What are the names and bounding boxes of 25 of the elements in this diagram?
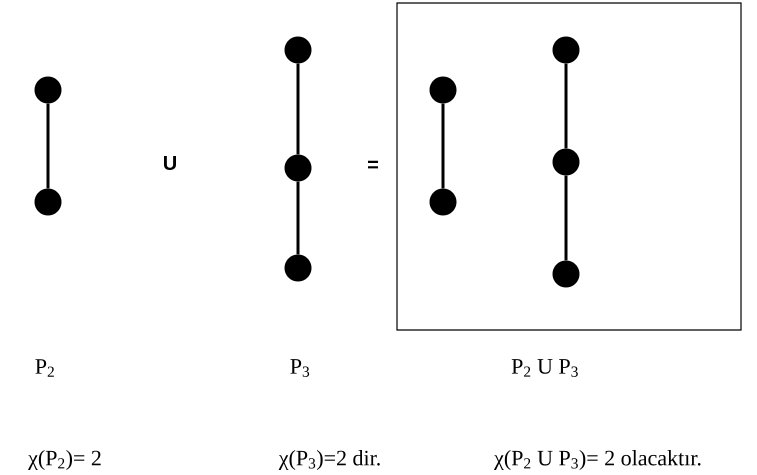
graph-edge bbox=[564, 64, 568, 148]
vertex-dot bbox=[34, 76, 62, 104]
vertex-dot bbox=[552, 148, 580, 176]
graph-edge bbox=[296, 182, 300, 254]
operator-symbol: U bbox=[164, 156, 176, 170]
frame-box bbox=[396, 2, 742, 331]
operator-symbol: = bbox=[368, 160, 378, 168]
vertex-dot bbox=[34, 188, 62, 216]
graph-edge bbox=[564, 176, 568, 260]
graph-edge bbox=[296, 64, 300, 154]
vertex-dot bbox=[430, 188, 456, 216]
graph-edge bbox=[46, 104, 50, 188]
math-label: P$_{2}$ U P$_{3}$ bbox=[512, 359, 578, 377]
vertex-dot bbox=[284, 254, 312, 282]
vertex-dot bbox=[430, 76, 456, 104]
math-label: χ(P$_{3}$)=2 dir. bbox=[278, 450, 380, 470]
graph-edge bbox=[442, 104, 444, 188]
math-label: P$_{2}$ bbox=[35, 359, 54, 377]
math-label: P$_{3}$ bbox=[290, 359, 310, 377]
math-label: χ(P$_{2}$)= 2 bbox=[28, 450, 101, 470]
vertex-dot bbox=[284, 154, 312, 182]
vertex-dot bbox=[552, 36, 580, 64]
vertex-dot bbox=[284, 36, 312, 64]
vertex-dot bbox=[552, 260, 580, 288]
math-label: χ(P$_{2}$ U P$_{3}$)= 2 olacaktır. bbox=[494, 450, 700, 470]
